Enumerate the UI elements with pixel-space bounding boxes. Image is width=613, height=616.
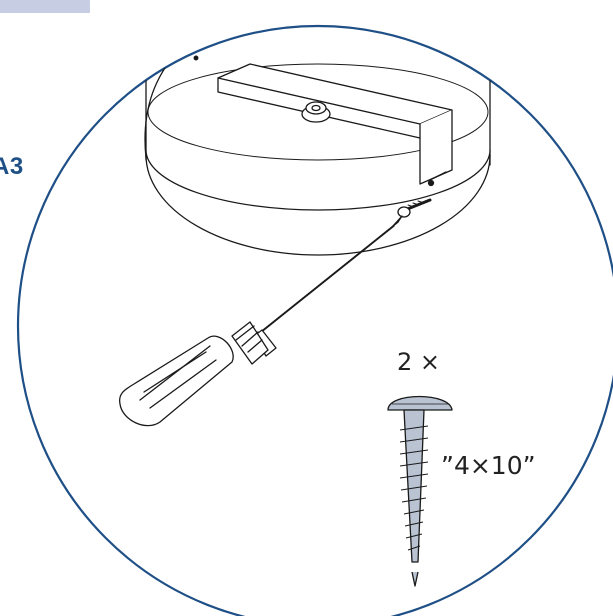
- screw-size-label: ”4×10”: [441, 451, 536, 480]
- screw-quantity-label: 2 ×: [397, 348, 441, 376]
- screwdriver-icon: [118, 215, 403, 427]
- screw-4x10-icon: [387, 395, 453, 587]
- detail-circle: [16, 24, 613, 616]
- ceiling-mount-icon: [144, 26, 491, 256]
- header-tab-marker: [0, 0, 90, 13]
- screw-icon: [397, 198, 432, 218]
- step-label: A3: [0, 153, 24, 180]
